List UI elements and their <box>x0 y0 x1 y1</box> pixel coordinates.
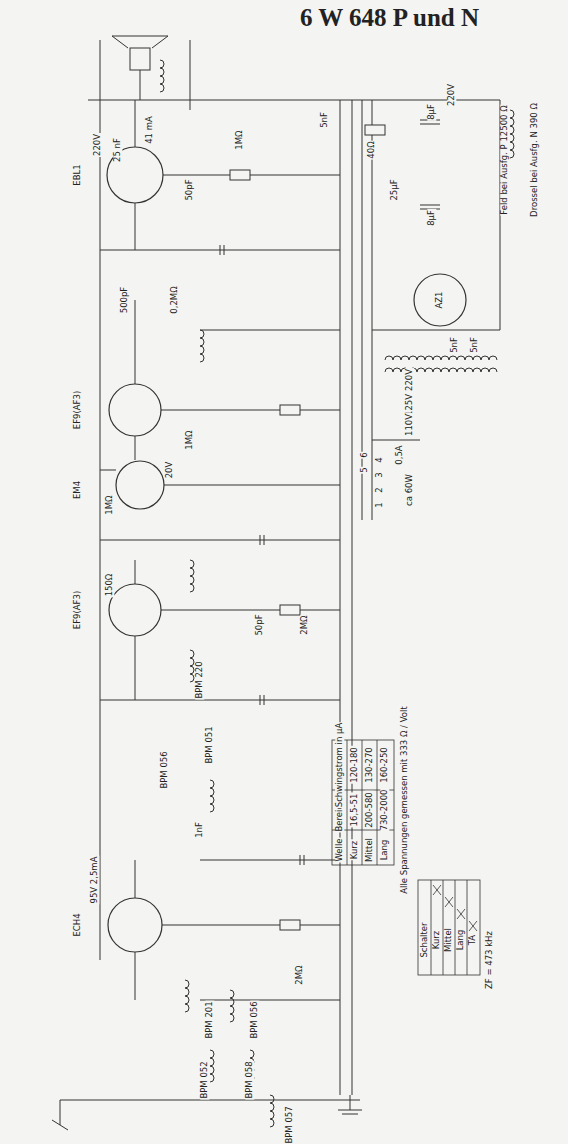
component-value: 500pF <box>120 286 129 315</box>
coil-symbol <box>190 560 194 592</box>
component-value: 3 <box>375 471 384 478</box>
coil-symbol <box>510 110 514 158</box>
component-value: Kurz <box>350 840 359 861</box>
component-value: Lang <box>380 839 389 862</box>
tube-wiring <box>100 100 500 1000</box>
component-value: 1 <box>375 501 384 508</box>
component-value: 120-180 <box>350 746 359 784</box>
component-value: 4 <box>375 456 384 463</box>
diagram-title: 6 W 648 P und N <box>300 4 479 32</box>
component-value: 1MΩ <box>235 129 244 150</box>
coil-symbol <box>210 780 214 812</box>
component-value: 200-580 <box>365 791 374 829</box>
coil-symbol <box>230 990 234 1022</box>
component-value: 5nF <box>320 111 329 129</box>
component-value: 20V <box>165 461 174 480</box>
component-value: 5nF <box>450 336 459 354</box>
component-value: BPM 058 <box>245 1060 254 1099</box>
component-value: 0,2MΩ <box>170 285 179 314</box>
component-value: ECH4 <box>73 912 82 937</box>
component-value: 8µF <box>427 209 436 227</box>
coil-symbol <box>185 980 189 1012</box>
component-value: Lang <box>456 929 465 952</box>
component-value: BPM 056 <box>160 750 169 789</box>
component-value: 50pF <box>185 178 194 201</box>
resistors <box>230 125 385 930</box>
component-value: 5 <box>360 466 369 473</box>
component-value: 110V <box>405 413 414 437</box>
tube-symbols <box>107 147 466 952</box>
component-value: Feld bei Ausfg. P 12500 Ω <box>500 104 509 215</box>
component-value: Alle Spannungen gemessen mit 333 Ω / Vol… <box>400 705 409 894</box>
component-value: Drossel bei Ausfg. N 390 Ω <box>530 102 539 218</box>
component-value: BPM 057 <box>285 1105 294 1144</box>
coil-symbol <box>200 330 204 362</box>
coil-symbol <box>190 650 194 682</box>
component-value: 150Ω <box>105 573 114 598</box>
component-value: 130-270 <box>365 746 374 784</box>
component-value: 0,5A <box>395 444 404 465</box>
component-value: 16,5-51 <box>350 793 359 828</box>
component-value: 1nF <box>195 821 204 839</box>
component-value: 1MΩ <box>105 494 114 515</box>
bus-wires <box>52 40 500 1130</box>
component-value: Schwingstrom in µA <box>335 722 344 808</box>
component-value: BPM 056 <box>250 1000 259 1039</box>
component-value: 5nF <box>470 336 479 354</box>
component-value: BPM 201 <box>205 1000 214 1039</box>
component-value: 25µF <box>390 178 399 201</box>
component-value: 1MΩ <box>185 429 194 450</box>
component-value: BPM 220 <box>195 660 204 699</box>
component-value: Mittel <box>444 927 453 953</box>
coil-symbol <box>385 356 497 360</box>
component-value: AZ1 <box>435 290 444 309</box>
component-value: 220V <box>405 368 414 392</box>
component-value: ca 60W <box>405 473 414 507</box>
component-value: EM4 <box>73 480 82 500</box>
component-value: EBL1 <box>73 163 82 186</box>
component-value: 2 <box>375 486 384 493</box>
component-value: 40Ω <box>367 140 376 159</box>
component-value: Kurz <box>432 930 441 951</box>
coil-symbol <box>210 1050 214 1082</box>
component-value: 50pF <box>255 613 264 636</box>
coil-symbol <box>385 368 497 372</box>
speaker-symbol <box>112 36 168 100</box>
component-value: 2MΩ <box>300 614 309 635</box>
component-value: BPM 051 <box>205 725 214 764</box>
component-value: 730-2000 <box>380 789 389 832</box>
component-value: 6 <box>360 451 369 458</box>
component-value: 220V <box>93 133 102 157</box>
component-value: EF9(AF3) <box>73 390 82 430</box>
component-value: 95V 2,5mA <box>90 856 99 905</box>
component-value: 25 nF <box>113 137 122 163</box>
component-value: Mittel <box>365 837 374 863</box>
component-value: EF9(AF3) <box>73 590 82 630</box>
component-value: ZF = 473 kHz <box>485 930 494 990</box>
component-value: BPM 052 <box>200 1060 209 1099</box>
component-value: 160-250 <box>380 746 389 784</box>
coil-symbol <box>270 1095 274 1127</box>
coil-windings <box>160 60 514 1127</box>
component-value: 41 mA <box>145 115 154 145</box>
coil-symbol <box>160 60 164 92</box>
component-value: 220V <box>447 83 456 107</box>
component-value: 8µF <box>427 103 436 121</box>
component-value: TA <box>468 934 477 946</box>
component-value: Schalter <box>420 921 429 958</box>
component-value: 2MΩ <box>295 964 304 985</box>
component-value: Welle <box>335 837 344 862</box>
